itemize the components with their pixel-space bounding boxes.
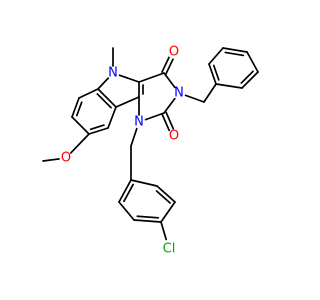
bond-c9a-c5a <box>97 88 117 108</box>
bond-ph4-ph5 <box>246 51 259 73</box>
bond-c5a-n5 <box>97 77 110 90</box>
bond-cp2-cp3 <box>118 201 135 221</box>
bond-c2-n1 <box>144 112 165 121</box>
bond-ph3-ph4-inner <box>224 51 245 57</box>
bond-c4-o4-second <box>161 56 170 73</box>
bond-ph5-ph6 <box>241 71 259 89</box>
bond-c2-o2-second <box>165 111 175 130</box>
bond-c8-c9 <box>88 127 109 135</box>
bond-ch2a-ph1 <box>203 83 217 103</box>
bond-n1-ch2b <box>130 127 138 147</box>
chlorine-label: Cl <box>163 242 176 257</box>
bond-cp1-cp2-inner <box>123 183 134 203</box>
carbonyl-oxygen-label-c4: O <box>169 45 179 60</box>
bond-cp1-cp2 <box>118 179 132 203</box>
bond-c4-o4 <box>165 58 174 75</box>
bond-ph1-ph2 <box>208 63 217 85</box>
bond-cp3-cp4-inner <box>136 215 160 219</box>
bond-c4a-c4 <box>138 72 165 83</box>
bond-cp5-cp6-inner <box>155 190 171 204</box>
bond-n3-c2 <box>163 97 176 114</box>
bond-c4-n3 <box>163 72 176 89</box>
bond-cp6-cp1 <box>130 179 158 187</box>
bond-ph3-ph4 <box>222 47 248 53</box>
bond-cp5-cp6 <box>156 185 176 203</box>
indole-nitrogen-label: N <box>108 66 118 81</box>
bond-n3-ch2a <box>184 94 205 103</box>
n3-nitrogen-label: N <box>174 86 184 101</box>
bond-om-mem <box>42 158 60 162</box>
bond-c2-o2 <box>161 113 171 132</box>
bond-c9b-c9a <box>115 96 140 108</box>
bond-layer <box>42 47 259 241</box>
carbonyl-oxygen-label-c2: O <box>169 129 179 144</box>
bond-ph6-ph1 <box>215 83 243 89</box>
n1-nitrogen-label: N <box>134 115 144 130</box>
molecule-structure: N N N O O O Cl <box>42 45 259 257</box>
bond-c9-c9a <box>107 106 117 129</box>
bond-c6-c7 <box>71 97 80 118</box>
atom-label-layer: N N N O O O Cl <box>61 45 184 257</box>
methoxy-oxygen-label: O <box>61 151 71 166</box>
bond-cp4-cp5 <box>160 201 176 223</box>
bond-c5a-c6 <box>78 88 99 99</box>
bond-c8-om <box>69 133 90 154</box>
bond-c9a-c5a-inner <box>96 93 112 109</box>
bond-c8-c9-inner <box>89 124 105 131</box>
bond-c6-c7-inner <box>75 101 83 117</box>
bond-ph2-ph3 <box>208 47 224 65</box>
bond-cp3-cp4 <box>133 219 162 223</box>
bond-n5-c4a <box>118 74 140 83</box>
bond-cp4-cl <box>160 221 168 241</box>
bond-ph1-ph2-inner <box>212 64 220 81</box>
bond-c7-c8 <box>71 116 90 135</box>
bond-ph5-ph6-inner <box>240 70 254 84</box>
